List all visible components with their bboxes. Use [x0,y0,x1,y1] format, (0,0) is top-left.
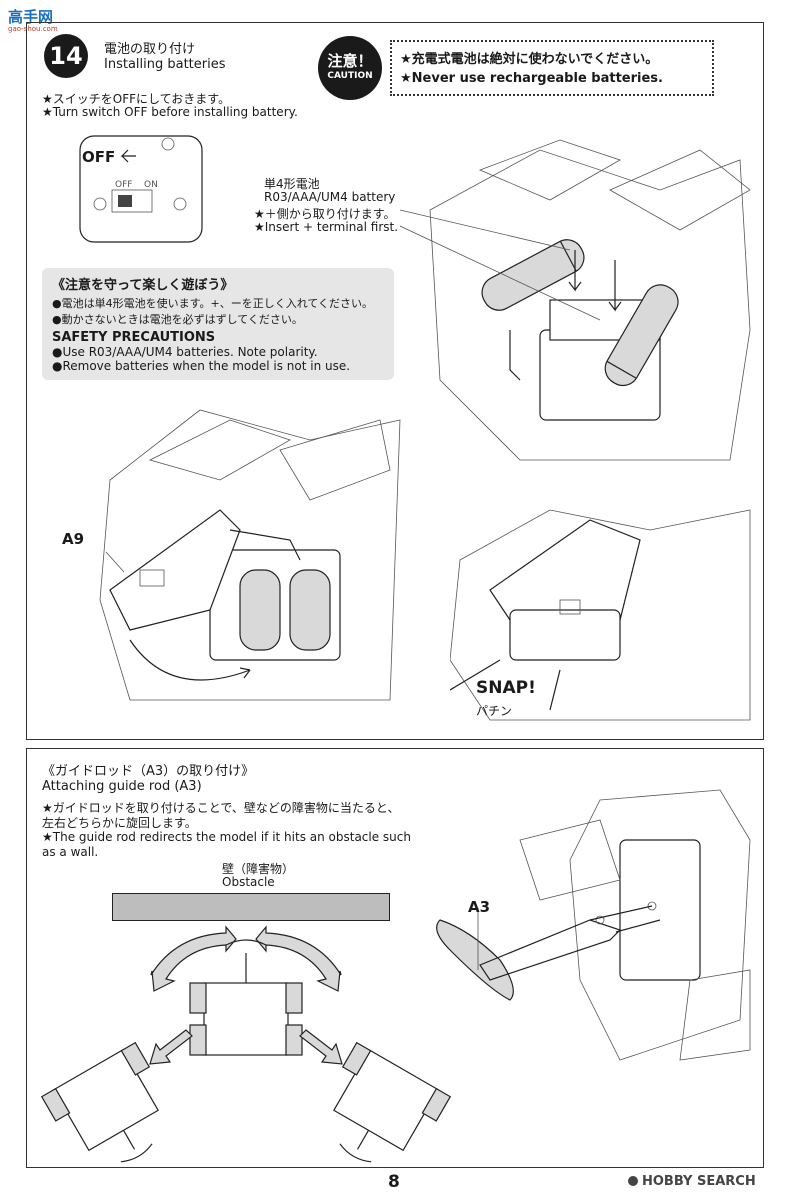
obstacle-label-jp: 壁（障害物） [222,862,295,876]
guide-title-en: Attaching guide rod (A3) [42,779,202,794]
caution-line-en: ★Never use rechargeable batteries. [400,71,663,86]
page-number: 8 [388,1172,400,1192]
guide-rod-panel [26,748,764,1168]
step-number-badge: 14 [44,34,88,78]
battery-callout-line2: R03/AAA/UM4 battery [264,190,396,204]
guide-title-jp: 《ガイドロッド（A3）の取り付け》 [42,764,255,779]
battery-installation-drawing [400,139,751,461]
safety-precautions-box: 《注意を守って楽しく遊ぼう》 ●電池は単4形電池を使います。+、ーを正しく入れて… [42,268,394,380]
guide-desc-en-1: ★The guide rod redirects the model if it… [42,830,411,844]
watermark-url: gao-shou.com [8,25,58,33]
guide-desc-en-2: as a wall. [42,845,99,859]
footer-logo-text: HOBBY SEARCH [642,1174,756,1189]
safety-title-jp: 《注意を守って楽しく遊ぼう》 [52,278,234,293]
switch-off-small: OFF [115,180,133,190]
guide-desc-jp-1: ★ガイドロッドを取り付けることで、壁などの障害物に当たると、 [42,801,400,815]
part-a3-label: A3 [468,898,491,916]
obstacle-wall [112,893,390,921]
battery-callout-line4: ★Insert + terminal first. [254,220,399,234]
step-note-jp: ★スイッチをOFFにしておきます。 [42,92,231,106]
footer-logo: HOBBY SEARCH [628,1174,756,1189]
step-14-panel [26,22,764,740]
guide-desc-jp-2: 左右どちらかに旋回します。 [42,816,197,830]
guide-rod-chassis-drawing [436,789,751,1061]
step-number: 14 [49,42,83,70]
obstacle-label-en: Obstacle [222,875,275,889]
safety-item2-en: ●Remove batteries when the model is not … [52,359,351,373]
safety-item1-en: ●Use R03/AAA/UM4 batteries. Note polarit… [52,345,318,359]
step-title-jp: 電池の取り付け [104,42,196,57]
caution-box: ★充電式電池は絶対に使わないでください。 ★Never use recharge… [390,40,714,96]
safety-title-en: SAFETY PRECAUTIONS [52,330,216,345]
battery-callout-line3: ★＋側から取り付けます。 [254,207,396,221]
part-a9-label: A9 [62,530,85,548]
watermark-site: 高手网 [8,8,54,26]
step-title-en: Installing batteries [104,57,226,72]
safety-item2-jp: ●動かさないときは電池を必ずはずしてください。 [52,313,303,326]
caution-badge-jp: 注意！ [327,52,373,70]
car-center-icon [189,939,303,1056]
footer-logo-icon [628,1176,638,1186]
switch-illustration [79,135,203,243]
caution-badge-en: CAUTION [327,71,373,81]
snap-label-en: SNAP! [476,678,536,698]
caution-line-jp: ★充電式電池は絶対に使わないでください。 [400,52,659,67]
step-note-en: ★Turn switch OFF before installing batte… [42,105,298,119]
snap-label-jp: パチン [476,704,513,718]
switch-off-label: OFF [82,148,116,166]
battery-cover-drawing-left [99,409,401,701]
switch-on-small: ON [144,180,158,190]
battery-callout-line1: 単4形電池 [264,177,320,191]
battery-cover-drawing-right [450,509,751,721]
watermark-logo: 高手网 gao-shou.com [8,8,64,33]
turning-diagram [40,925,452,1163]
safety-item1-jp: ●電池は単4形電池を使います。+、ーを正しく入れてください。 [52,297,374,310]
caution-badge: 注意！ CAUTION [318,36,382,100]
